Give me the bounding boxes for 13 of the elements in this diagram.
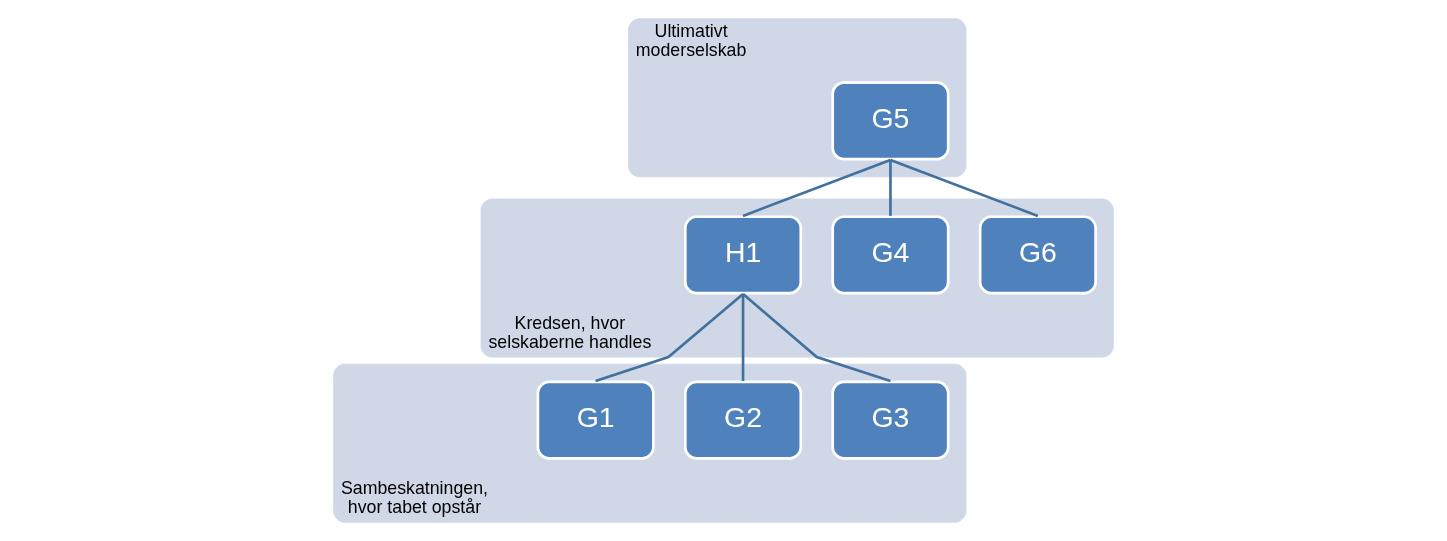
node-box: G3 [831,380,950,460]
node-box: G1 [536,380,655,460]
connector [742,158,891,218]
connector [889,158,1039,218]
connector [889,159,892,216]
node-box: G6 [978,215,1097,295]
connector [741,294,745,382]
connector [595,293,744,383]
node-box: G5 [831,81,950,161]
node-box: G4 [831,215,950,295]
node-box: H1 [683,215,803,295]
node-box: G2 [683,380,803,460]
connector [742,293,891,383]
